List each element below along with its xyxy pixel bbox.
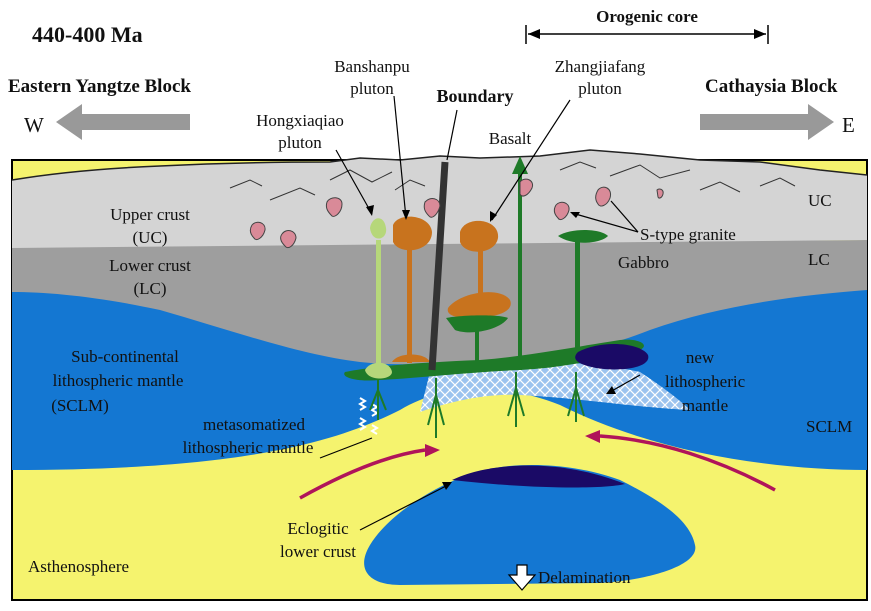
zhangjiafang-label-2: pluton [578,79,622,98]
eclogitic-label-1: Eclogitic [287,519,349,538]
asthenosphere-label: Asthenosphere [28,557,129,576]
orogenic-arrow-right [754,29,766,39]
hongxiaqiao-label-1: Hongxiaqiao [256,111,344,130]
metasomatized-label-2: lithospheric mantle [183,438,314,457]
eclogitic-label-2: lower crust [280,542,356,561]
new-mantle-label-1: new [686,348,715,367]
new-mantle-label-2: lithospheric [665,372,746,391]
orogenic-core-bracket [526,25,768,44]
west-block-name: Eastern Yangtze Block [8,76,191,97]
west-motion-arrow [56,104,190,140]
delamination-label: Delamination [538,568,631,587]
banshanpu-label-1: Banshanpu [334,57,410,76]
upper-crust-label-1: Upper crust [110,205,190,224]
gabbro-label: Gabbro [618,253,669,272]
east-motion-arrow [700,104,834,140]
lower-crust-label-2: (LC) [133,279,166,298]
sclm-label-3: (SCLM) [51,396,109,415]
west-direction: W [24,113,44,137]
upper-crust-label-2: (UC) [133,228,168,247]
orogenic-arrow-left [528,29,540,39]
boundary-label: Boundary [436,86,513,106]
sclm-short-label: SCLM [806,417,852,436]
basalt-label: Basalt [489,129,532,148]
sclm-label-2: lithospheric mantle [53,371,184,390]
s-type-granite-label: S-type granite [640,225,736,244]
east-block-name: Cathaysia Block [705,76,838,97]
orogenic-core-label: Orogenic core [596,7,698,26]
banshanpu-label-2: pluton [350,79,394,98]
sclm-label-1: Sub-continental [71,347,179,366]
uc-short-label: UC [808,191,832,210]
lower-crust-label-1: Lower crust [109,256,191,275]
metasomatized-label-1: metasomatized [203,415,305,434]
new-mantle-label-3: mantle [682,396,728,415]
lc-short-label: LC [808,250,830,269]
east-direction: E [842,113,855,137]
age-title: 440-400 Ma [32,22,143,47]
zhangjiafang-label-1: Zhangjiafang [555,57,646,76]
hongxiaqiao-label-2: pluton [278,133,322,152]
